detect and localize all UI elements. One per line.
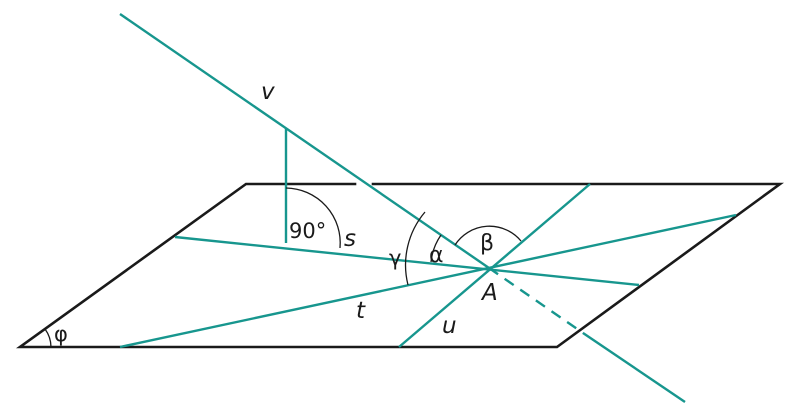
label-phi: φ bbox=[54, 322, 68, 346]
gamma-arc bbox=[404, 211, 426, 286]
phi-arc bbox=[44, 328, 52, 348]
label-s: s bbox=[344, 226, 356, 252]
line-u bbox=[398, 183, 591, 348]
alpha-arc bbox=[430, 234, 442, 263]
label-beta: β bbox=[480, 231, 494, 256]
plane bbox=[15, 182, 784, 349]
beta-arc bbox=[454, 225, 522, 246]
labels: v 90° s γ α β A t u φ bbox=[54, 79, 498, 346]
label-A: A bbox=[480, 280, 498, 306]
right-angle-arc bbox=[285, 187, 341, 249]
plane-top-edge-left bbox=[15, 182, 784, 349]
label-right-angle: 90° bbox=[289, 219, 326, 243]
line-v bbox=[119, 13, 490, 269]
angle-arcs bbox=[44, 187, 522, 348]
label-u: u bbox=[442, 313, 457, 339]
teal-lines bbox=[119, 13, 737, 403]
line-v-dashed-behind-plane bbox=[488, 267, 584, 334]
label-alpha: α bbox=[429, 243, 444, 268]
label-t: t bbox=[356, 298, 366, 324]
label-gamma: γ bbox=[389, 246, 401, 270]
line-v-below-plane bbox=[582, 332, 686, 403]
line-t bbox=[119, 213, 737, 349]
line-s bbox=[174, 235, 640, 287]
label-v: v bbox=[261, 79, 275, 105]
